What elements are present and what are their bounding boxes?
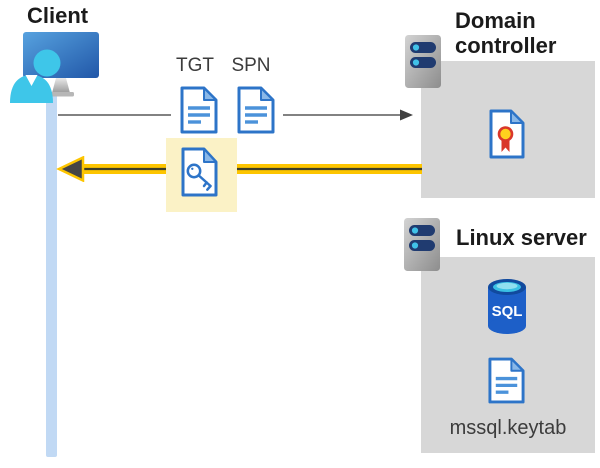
tgt-document-icon <box>180 86 218 134</box>
keytab-document-icon <box>488 357 525 404</box>
domain-controller-label: Domain controller <box>455 8 557 59</box>
rosette-icon <box>497 126 514 152</box>
certificate-icon <box>489 109 525 159</box>
user-workstation-icon <box>10 32 99 103</box>
linux-server-icon <box>404 218 440 271</box>
client-label: Client <box>27 3 89 28</box>
person-icon <box>10 49 61 103</box>
response-arrow <box>56 156 422 182</box>
client-timeline-bar <box>46 93 57 457</box>
keytab-file-label: mssql.keytab <box>449 417 567 439</box>
linux-server-label: Linux server <box>456 225 587 250</box>
spn-document-icon <box>237 86 275 134</box>
sql-database-icon: SQL <box>488 279 526 334</box>
key-document-icon <box>181 147 218 197</box>
ticket-label-tgt: TGT <box>176 55 214 76</box>
sql-badge-text: SQL <box>492 303 523 320</box>
key-icon <box>186 163 212 191</box>
arrowhead-left-icon <box>56 156 85 182</box>
ticket-label-spn: SPN <box>231 55 271 76</box>
domain-controller-server-icon <box>405 35 441 88</box>
arrowhead-right-icon <box>400 109 413 121</box>
